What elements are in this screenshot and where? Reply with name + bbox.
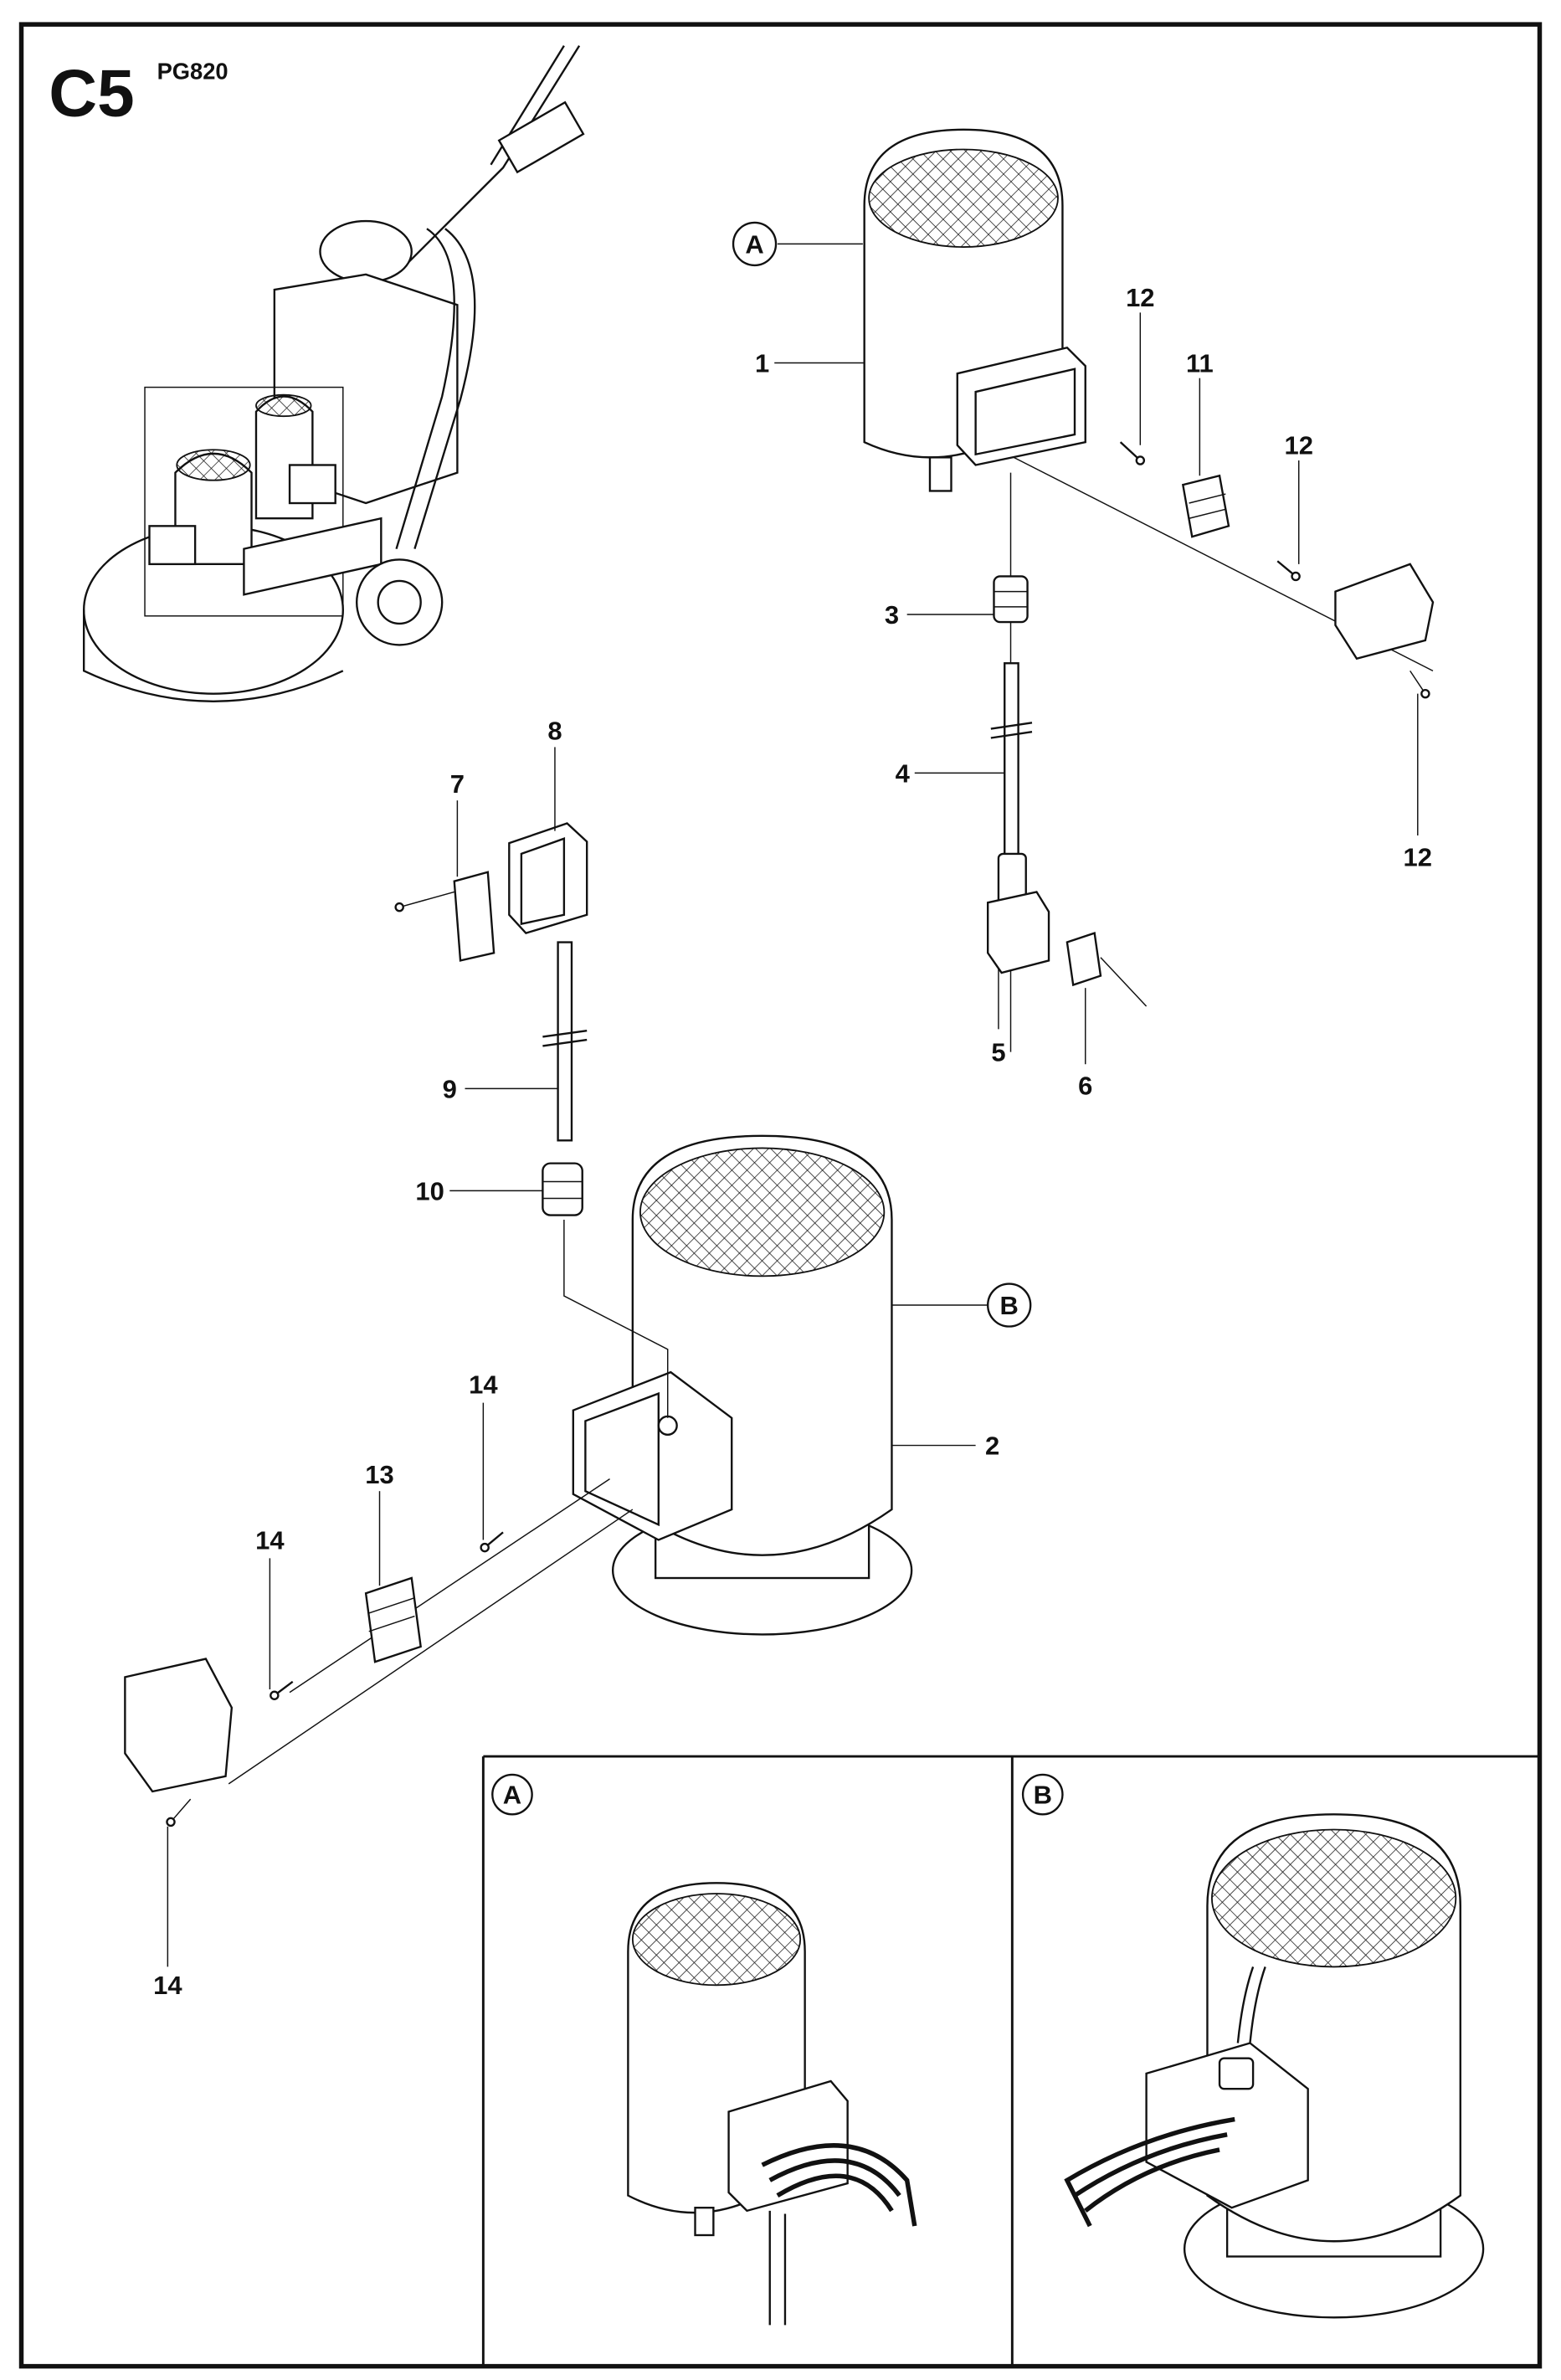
callout-14: 14 bbox=[255, 1525, 285, 1555]
leader-line bbox=[228, 1509, 634, 1785]
svg-text:B: B bbox=[1034, 1781, 1052, 1810]
part-9-cable bbox=[542, 941, 588, 1142]
callout-10: 10 bbox=[415, 1176, 444, 1205]
callout-2: 2 bbox=[985, 1431, 999, 1460]
callout-4: 4 bbox=[896, 758, 911, 788]
svg-text:A: A bbox=[745, 229, 763, 259]
inset-b: B bbox=[1021, 1773, 1485, 2319]
leader-line bbox=[563, 1220, 669, 1418]
part-4-cable bbox=[990, 662, 1033, 863]
part-12-screw bbox=[1276, 560, 1301, 582]
part-10-cable-gland bbox=[542, 1162, 583, 1216]
part-cover-plate-b bbox=[124, 1658, 234, 1827]
leader-line bbox=[289, 1478, 610, 1694]
callout-7: 7 bbox=[450, 769, 465, 799]
part-14-screw bbox=[480, 1531, 504, 1553]
callout-13: 13 bbox=[365, 1460, 393, 1489]
machine-overview bbox=[82, 45, 585, 702]
part-5-connector-housing bbox=[987, 852, 1050, 974]
motor-a bbox=[863, 128, 1086, 492]
callout-b: B bbox=[987, 1283, 1032, 1328]
callout-12: 12 bbox=[1126, 283, 1154, 312]
callout-14: 14 bbox=[153, 1971, 182, 2000]
callout-14: 14 bbox=[469, 1370, 498, 1400]
svg-text:A: A bbox=[503, 1781, 521, 1810]
callout-12: 12 bbox=[1404, 842, 1432, 871]
callout-leaders bbox=[167, 243, 1419, 1967]
page-frame bbox=[18, 22, 1543, 2369]
motor-b bbox=[572, 1134, 913, 1636]
callout-12: 12 bbox=[1285, 431, 1313, 460]
part-11-terminal-block bbox=[1181, 474, 1230, 538]
section-code: C5 bbox=[49, 54, 134, 130]
callout-5: 5 bbox=[991, 1038, 1005, 1067]
part-6-connector-insert bbox=[1065, 932, 1148, 1007]
part-14-screw bbox=[270, 1680, 294, 1700]
callout-a: A bbox=[732, 221, 778, 267]
callout-1: 1 bbox=[755, 348, 769, 378]
inset-a: A bbox=[491, 1773, 917, 2326]
callout-3: 3 bbox=[885, 600, 899, 630]
inset-frames bbox=[481, 1755, 1540, 2367]
model-name: PG820 bbox=[157, 59, 229, 85]
callout-9: 9 bbox=[443, 1074, 457, 1103]
callout-11: 11 bbox=[1186, 348, 1214, 378]
callout-8: 8 bbox=[547, 716, 562, 745]
callout-6: 6 bbox=[1078, 1072, 1092, 1101]
part-cover-plate-a bbox=[1334, 563, 1435, 699]
part-3-cable-gland bbox=[993, 575, 1029, 624]
part-8-connector-housing bbox=[508, 822, 588, 934]
part-7-connector-insert bbox=[394, 871, 496, 962]
svg-text:B: B bbox=[1000, 1291, 1019, 1320]
part-13-terminal-block bbox=[364, 1576, 422, 1663]
part-12-screw bbox=[1119, 441, 1146, 465]
